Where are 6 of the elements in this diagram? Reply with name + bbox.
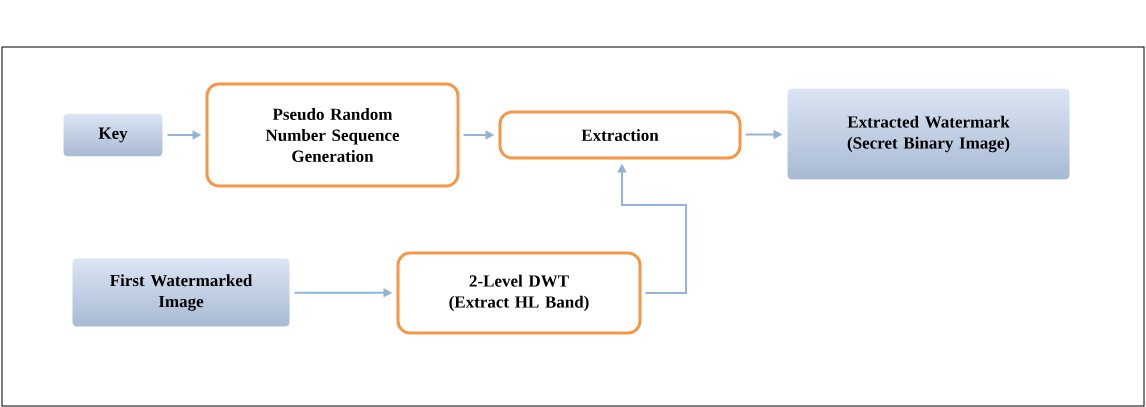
process-box: 2-Level DWT (Extract HL Band) xyxy=(396,251,642,335)
input-output-box: Key xyxy=(62,112,164,158)
process-box: Extraction xyxy=(498,110,742,160)
input-output-box: Extracted Watermark (Secret Binary Image) xyxy=(786,87,1071,181)
input-output-box: First Watermarked Image xyxy=(71,257,291,328)
process-box: Pseudo Random Number Sequence Generation xyxy=(205,82,460,188)
